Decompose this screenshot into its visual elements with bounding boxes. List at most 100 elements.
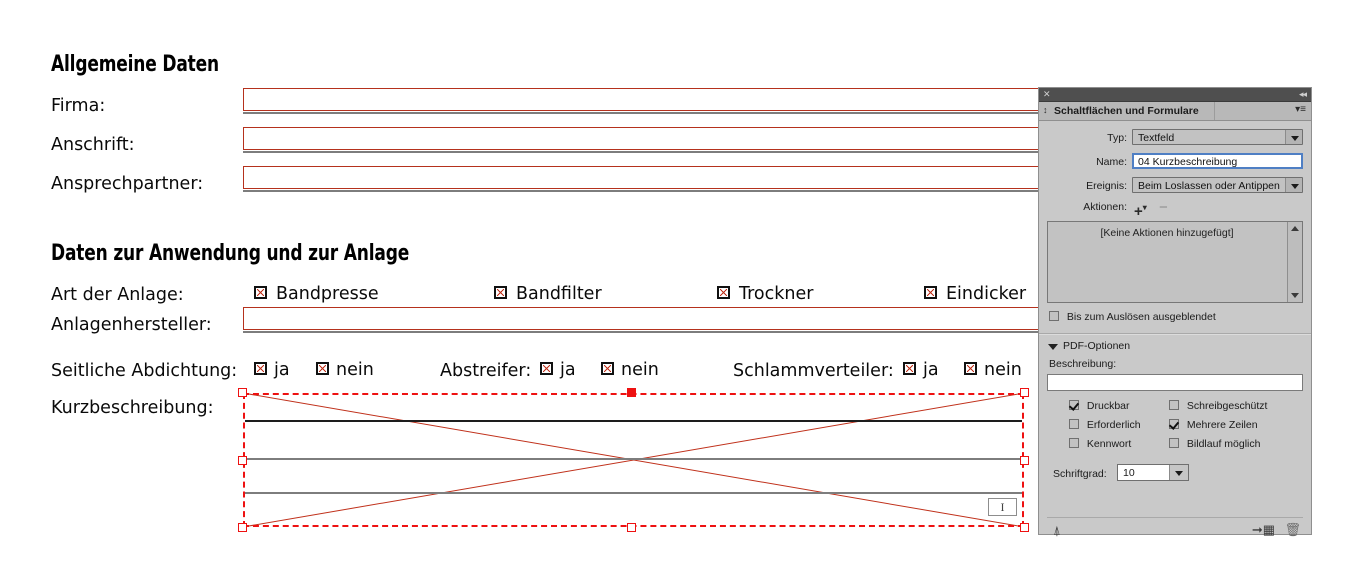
pdf-options-section-header[interactable]: PDF-Optionen	[1039, 340, 1311, 358]
scroll-down-arrow-icon[interactable]	[1291, 293, 1299, 298]
actions-list-empty-text: [Keine Aktionen hinzugefügt]	[1100, 227, 1234, 239]
checkbox-erforderlich-label: Erforderlich	[1086, 419, 1141, 431]
resize-handle-middle-left[interactable]	[238, 456, 247, 465]
name-input-value: 04 Kurzbeschreibung	[1138, 156, 1238, 168]
checkbox-box-icon	[1169, 438, 1179, 448]
buttons-and-forms-panel[interactable]: ✕ ◂◂ ↕ Schaltflächen und Formulare ▾≡ Ty…	[1038, 87, 1312, 538]
pdf-options-label: PDF-Optionen	[1063, 340, 1131, 352]
rule-ansprechpartner	[243, 190, 1040, 192]
checkbox-hidden-until-triggered-label: Bis zum Auslösen ausgeblendet	[1066, 311, 1216, 323]
panel-resize-chevron-icon[interactable]: ↕	[1043, 105, 1048, 115]
resize-handle-middle-right[interactable]	[1020, 456, 1029, 465]
checkbox-box-icon	[1169, 419, 1179, 429]
checkbox-label-eindicker: Eindicker	[946, 284, 1027, 304]
close-icon[interactable]: ✕	[1043, 89, 1051, 99]
actions-list-scrollbar[interactable]	[1287, 222, 1302, 302]
rule-anlagenhersteller	[243, 331, 1040, 333]
checkbox-trockner[interactable]	[717, 286, 730, 299]
checkbox-seitliche-abdichtung-nein[interactable]	[316, 362, 329, 375]
row-aktionen: Aktionen: +▾ −	[1039, 199, 1311, 219]
resize-handle-bottom-right[interactable]	[1020, 523, 1029, 532]
label-schlammverteiler: Schlammverteiler:	[733, 361, 894, 381]
label-ansprechpartner: Ansprechpartner:	[51, 174, 204, 194]
panel-header[interactable]: ↕ Schaltflächen und Formulare ▾≡	[1039, 102, 1311, 121]
checkbox-x-mark-icon	[604, 365, 611, 372]
convert-to-object-icon[interactable]: ➞▦	[1251, 522, 1275, 537]
checkbox-x-mark-icon	[927, 289, 934, 296]
row-ereignis: Ereignis: Beim Loslassen oder Antippen	[1039, 176, 1311, 196]
checkbox-kennwort[interactable]: Kennwort	[1069, 438, 1131, 450]
chevron-down-icon[interactable]	[1285, 130, 1302, 144]
checkbox-bildlauf-moeglich[interactable]: Bildlauf möglich	[1169, 438, 1260, 450]
checkbox-x-mark-icon	[967, 365, 974, 372]
disclosure-triangle-open-icon[interactable]	[1048, 344, 1058, 350]
checkbox-x-mark-icon	[257, 289, 264, 296]
label-firma: Firma:	[51, 96, 106, 116]
select-typ[interactable]: Textfeld	[1132, 129, 1303, 145]
checkbox-schreibgeschuetzt[interactable]: Schreibgeschützt	[1169, 400, 1267, 412]
checkbox-abstreifer-ja[interactable]	[540, 362, 553, 375]
checkbox-box-icon	[1169, 400, 1179, 410]
checkbox-schlammverteiler-nein[interactable]	[964, 362, 977, 375]
resize-handle-top-left[interactable]	[238, 388, 247, 397]
checkbox-erforderlich[interactable]: Erforderlich	[1069, 419, 1141, 431]
checkbox-bandfilter[interactable]	[494, 286, 507, 299]
rule-firma	[243, 112, 1040, 114]
select-schriftgrad[interactable]: 10	[1117, 464, 1189, 481]
checkbox-seitliche-abdichtung-ja[interactable]	[254, 362, 267, 375]
panel-menu-icon[interactable]: ▾≡	[1295, 104, 1306, 115]
pdf-options-checkbox-grid: Druckbar Schreibgeschützt Erforderlich M…	[1039, 400, 1311, 456]
label-kurzbeschreibung: Kurzbeschreibung:	[51, 398, 214, 418]
form-field-anlagenhersteller[interactable]	[243, 307, 1040, 330]
checkbox-label-seitliche-abdichtung-nein: nein	[336, 360, 374, 380]
panel-tab-divider	[1214, 102, 1215, 120]
preview-spread-icon[interactable]: ⍋	[1053, 523, 1061, 538]
selected-text-frame-kurzbeschreibung[interactable]: I	[238, 388, 1029, 532]
chevron-down-icon[interactable]	[1169, 465, 1188, 480]
checkbox-abstreifer-nein[interactable]	[601, 362, 614, 375]
label-typ: Typ:	[1107, 132, 1127, 144]
checkbox-schlammverteiler-ja[interactable]	[903, 362, 916, 375]
select-ereignis[interactable]: Beim Loslassen oder Antippen	[1132, 177, 1303, 193]
text-frame-out-port[interactable]: I	[988, 498, 1017, 516]
checkbox-box-icon	[1069, 419, 1079, 429]
row-schriftgrad: Schriftgrad: 10	[1039, 464, 1311, 484]
divider	[1039, 333, 1311, 335]
label-name: Name:	[1096, 156, 1127, 168]
form-field-firma[interactable]	[243, 88, 1040, 111]
resize-handle-bottom-center[interactable]	[627, 523, 636, 532]
checkbox-label-abstreifer-ja: ja	[560, 360, 576, 380]
checkbox-hidden-until-triggered[interactable]: Bis zum Auslösen ausgeblendet	[1049, 311, 1216, 323]
document-canvas[interactable]: Allgemeine Daten Firma: Anschrift: Anspr…	[0, 0, 1040, 577]
checkbox-bandpresse[interactable]	[254, 286, 267, 299]
checkbox-bildlauf-moeglich-label: Bildlauf möglich	[1186, 438, 1261, 450]
row-hidden-until-triggered[interactable]: Bis zum Auslösen ausgeblendet	[1039, 311, 1311, 329]
panel-title: Schaltflächen und Formulare	[1054, 105, 1199, 117]
resize-handle-bottom-left[interactable]	[238, 523, 247, 532]
checkbox-mehrere-zeilen[interactable]: Mehrere Zeilen	[1169, 419, 1258, 431]
chevron-down-icon[interactable]	[1285, 178, 1302, 192]
trash-icon[interactable]: 🗑	[1284, 522, 1301, 537]
beschreibung-input[interactable]	[1047, 374, 1303, 391]
plus-icon[interactable]: +▾	[1134, 203, 1147, 220]
name-input[interactable]: 04 Kurzbeschreibung	[1132, 153, 1303, 169]
label-abstreifer: Abstreifer:	[440, 361, 532, 381]
checkbox-eindicker[interactable]	[924, 286, 937, 299]
resize-handle-top-right[interactable]	[1020, 388, 1029, 397]
actions-list[interactable]: [Keine Aktionen hinzugefügt]	[1047, 221, 1303, 303]
resize-handle-top-center[interactable]	[627, 388, 636, 397]
label-anlagenhersteller: Anlagenhersteller:	[51, 315, 212, 335]
checkbox-druckbar[interactable]: Druckbar	[1069, 400, 1130, 412]
checkbox-label-trockner: Trockner	[739, 284, 814, 304]
checkbox-label-schlammverteiler-nein: nein	[984, 360, 1022, 380]
form-field-ansprechpartner[interactable]	[243, 166, 1040, 189]
form-field-anschrift[interactable]	[243, 127, 1040, 150]
checkbox-x-mark-icon	[720, 289, 727, 296]
minus-icon[interactable]: −	[1159, 199, 1168, 216]
section-heading-daten-zur-anwendung: Daten zur Anwendung und zur Anlage	[51, 241, 410, 266]
collapse-panel-icon[interactable]: ◂◂	[1298, 89, 1307, 99]
checkbox-box-icon	[1069, 438, 1079, 448]
scroll-up-arrow-icon[interactable]	[1291, 226, 1299, 231]
empty-frame-cross-icon	[242, 392, 1025, 528]
section-heading-allgemeine-daten: Allgemeine Daten	[51, 52, 219, 77]
